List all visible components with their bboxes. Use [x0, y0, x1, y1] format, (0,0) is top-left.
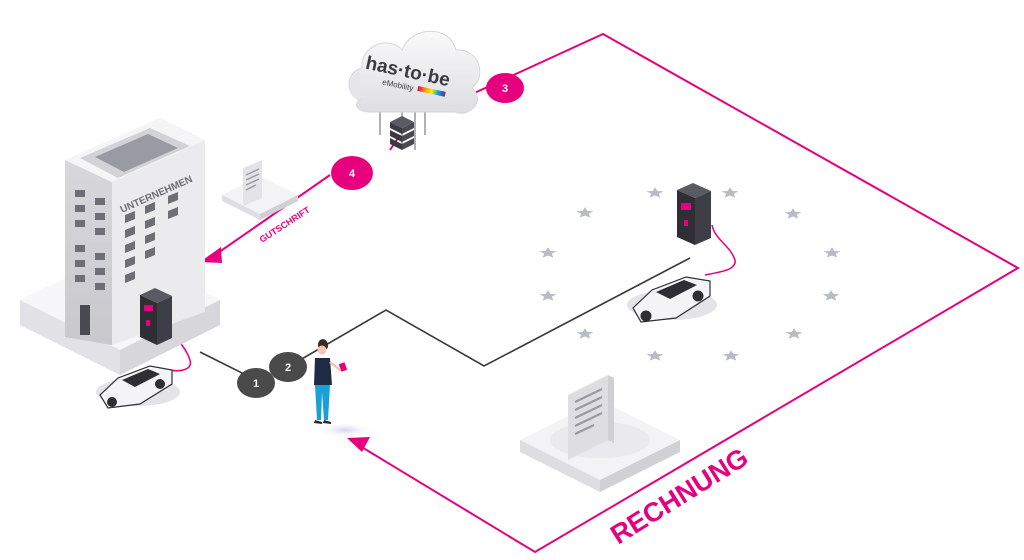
step-4-label: 4: [349, 168, 356, 180]
charging-station-company: [140, 288, 172, 345]
invoice-document: [520, 375, 680, 492]
step-3-label: 3: [502, 83, 508, 95]
star-icon: [721, 187, 739, 198]
step-3-marker: 3: [486, 73, 524, 103]
star-icon: [576, 207, 594, 218]
step-markers: 1 2 3 4: [237, 73, 524, 398]
star-icon: [823, 247, 841, 258]
logo-color-bar: [417, 86, 446, 97]
roaming-stars: [539, 187, 841, 361]
car-company: [96, 365, 180, 409]
backend-cloud: has·to·be eMobility: [348, 30, 481, 150]
credit-arrowhead: [200, 247, 222, 263]
step-1-marker: 1: [237, 368, 275, 398]
step-4-marker: 4: [331, 156, 373, 190]
star-icon: [722, 350, 740, 361]
star-icon: [576, 328, 594, 339]
company-building: UNTERNEHMEN: [20, 118, 220, 375]
star-icon: [646, 350, 664, 361]
star-icon: [646, 187, 664, 198]
star-icon: [784, 208, 802, 219]
car-public: [627, 276, 717, 323]
server-icon: [390, 116, 414, 150]
charging-station-public: [677, 183, 711, 245]
star-icon: [822, 290, 840, 301]
step-2-marker: 2: [269, 352, 307, 382]
credit-note-document: [222, 160, 298, 220]
invoice-arrowhead: [347, 437, 370, 452]
step-1-label: 1: [253, 378, 259, 390]
star-icon: [539, 247, 557, 258]
star-icon: [539, 290, 557, 301]
building-windows: [75, 190, 178, 335]
person-user: [314, 339, 375, 438]
star-icon: [785, 328, 803, 339]
step-2-label: 2: [285, 362, 291, 374]
